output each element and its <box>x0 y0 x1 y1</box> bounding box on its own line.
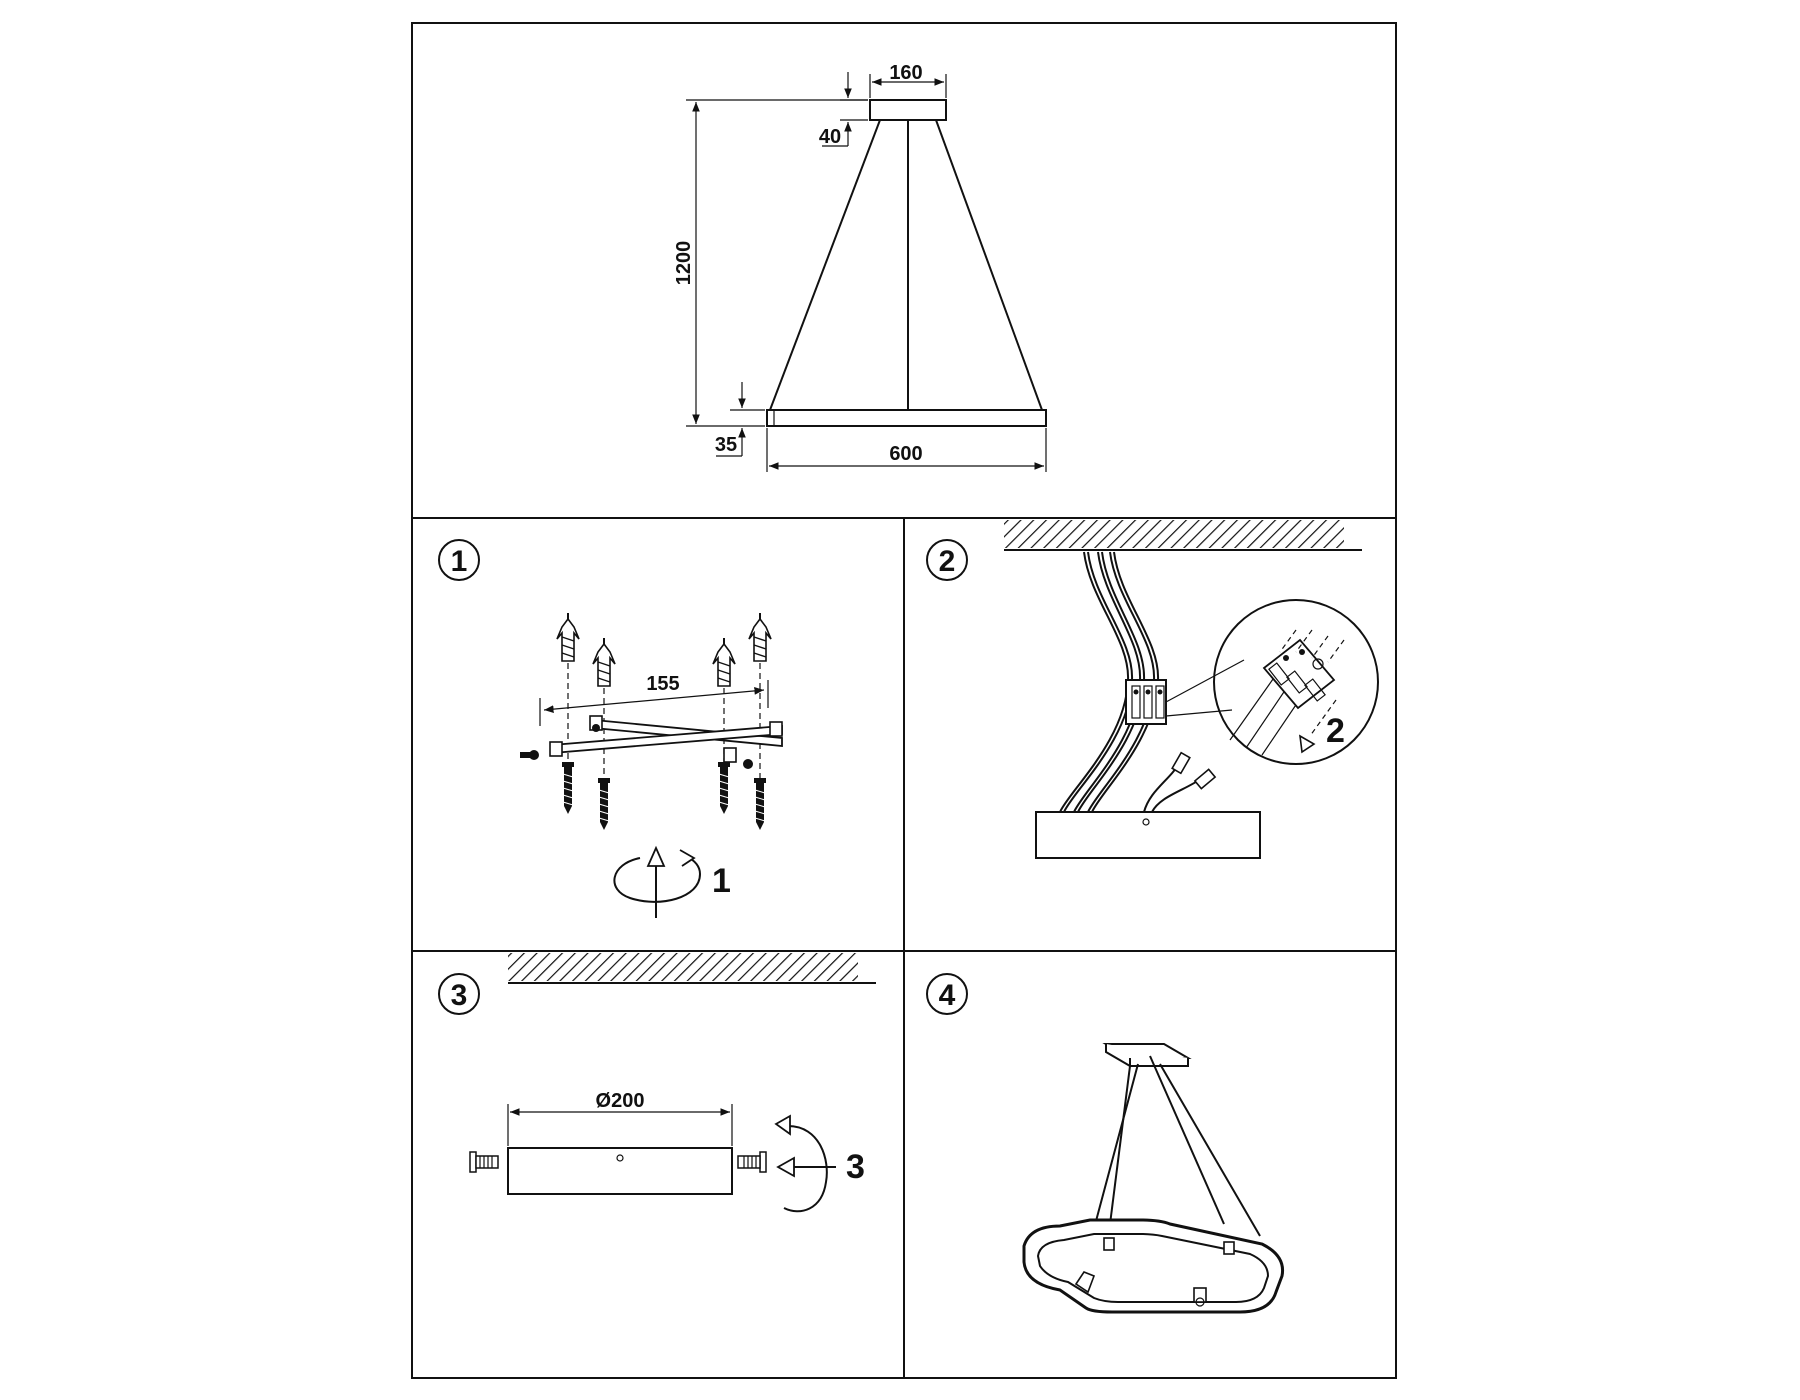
canopy-width-label: 160 <box>889 62 922 84</box>
screw-icon <box>737 1151 767 1173</box>
ring-width-label: 600 <box>889 443 922 465</box>
overview-drawing: 160 40 1200 35 600 <box>673 62 1047 472</box>
terminal-block-icon <box>1125 679 1167 725</box>
panel-frames <box>411 22 1397 1379</box>
step-1-panel: 1 155 <box>438 539 783 918</box>
canopy-height-label: 40 <box>819 126 841 148</box>
step-3-badge <box>438 973 480 1015</box>
screw-icon <box>743 759 753 769</box>
step-1-badge <box>438 539 480 581</box>
dowel-icon <box>592 637 616 687</box>
step-4-panel: 4 <box>926 973 1285 1314</box>
step-3-dimension: Ø200 <box>596 1090 645 1112</box>
ceiling-hatch-icon <box>508 953 858 981</box>
step-4-number: 4 <box>939 979 956 1012</box>
dowel-icon <box>556 612 580 662</box>
step-3-panel: 3 Ø200 3 <box>438 953 876 1213</box>
step-1-dimension: 155 <box>646 673 679 695</box>
ceiling-hatch-icon <box>1004 520 1344 548</box>
step-3-callout: 3 <box>846 1148 865 1186</box>
screw-icon <box>753 777 767 831</box>
screw-icon <box>561 761 575 815</box>
rotate-arrow-icon <box>774 1114 836 1213</box>
screw-icon <box>597 777 611 831</box>
step-2-number: 2 <box>939 545 956 578</box>
step-3-number: 3 <box>451 979 468 1012</box>
step-2-panel: 2 <box>926 520 1379 859</box>
step-4-badge <box>926 973 968 1015</box>
step-2-badge <box>926 539 968 581</box>
step-2-callout: 2 <box>1326 712 1345 750</box>
ring-height-label: 35 <box>715 434 737 456</box>
dowel-icon <box>748 612 772 662</box>
step-1-callout: 1 <box>712 862 731 900</box>
terminal-block-icon <box>1262 638 1336 710</box>
screw-icon <box>469 1151 499 1173</box>
zoom-detail <box>1213 599 1379 765</box>
dowel-icon <box>712 637 736 687</box>
screw-icon <box>592 724 600 732</box>
rotate-arrow-icon <box>613 845 702 918</box>
screw-icon <box>717 761 731 815</box>
total-height-label: 1200 <box>673 241 695 286</box>
step-1-number: 1 <box>451 545 468 578</box>
